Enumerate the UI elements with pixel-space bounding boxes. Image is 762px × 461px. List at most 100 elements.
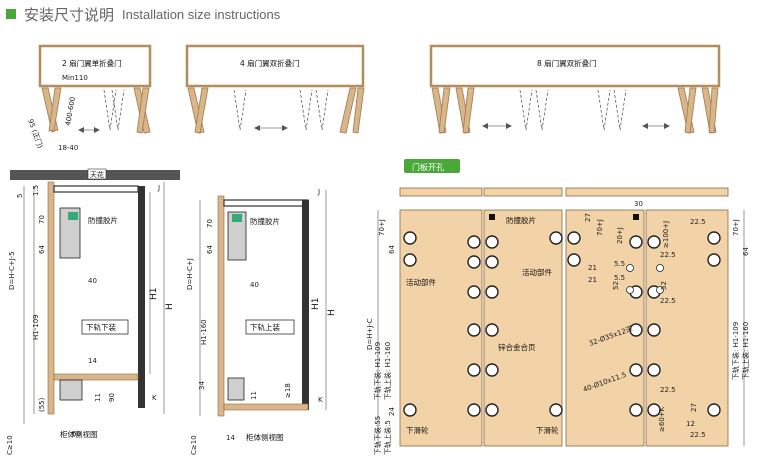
d64: 64 bbox=[206, 245, 214, 254]
H-label: H bbox=[327, 309, 337, 316]
d34: 34 bbox=[198, 381, 206, 390]
d52-2: 52 bbox=[660, 281, 668, 290]
green-bumper bbox=[68, 212, 78, 220]
d18: ≥18 bbox=[284, 383, 292, 398]
d225: 22.5 bbox=[690, 218, 706, 226]
ceiling-label: 天花 bbox=[90, 170, 104, 179]
dashed-door bbox=[519, 89, 533, 131]
arrow-head bbox=[506, 123, 512, 129]
cabinet-bottom bbox=[223, 403, 309, 411]
wheel-block bbox=[227, 377, 245, 401]
d60K: ≥60+K bbox=[658, 406, 666, 432]
drill-hole bbox=[467, 235, 481, 249]
d12: 12 bbox=[686, 420, 695, 428]
d5: 5 bbox=[16, 194, 24, 198]
d11: 11 bbox=[94, 393, 102, 402]
hinge-block bbox=[227, 211, 247, 261]
header-title-en: Installation size instructions bbox=[122, 6, 281, 22]
dashed-door bbox=[315, 89, 329, 131]
drill-hole bbox=[647, 323, 661, 337]
dashed-door bbox=[299, 89, 313, 131]
drill-hole bbox=[707, 403, 721, 417]
drill-hole bbox=[549, 403, 563, 417]
door-leaf bbox=[438, 87, 451, 134]
cabinet-box bbox=[38, 44, 152, 88]
d70J-left: 70+J bbox=[378, 219, 386, 236]
d11: 11 bbox=[250, 391, 258, 400]
dashed-door bbox=[103, 89, 117, 131]
arrow-head bbox=[282, 125, 288, 131]
side-view-lower-track: 天花 防撞胶片 下轨下装 柜体侧视图 D=H-C+J-5 H1-109 H1 H… bbox=[6, 168, 180, 455]
top-rail bbox=[483, 187, 563, 197]
bumper-label: 防撞胶片 bbox=[250, 216, 280, 226]
small-range-label: 18-40 bbox=[58, 144, 78, 152]
H1-label: H1 bbox=[311, 298, 321, 311]
wheel-block bbox=[59, 379, 83, 401]
dashed-door bbox=[597, 89, 611, 131]
dashed-door bbox=[613, 89, 627, 131]
under1-right: 下轨下装: H1-109 bbox=[731, 322, 740, 380]
cabinet-back bbox=[138, 186, 145, 408]
under1-label: 下轨下装: H1-109 bbox=[373, 342, 382, 400]
DH-label: D=H+J-C bbox=[366, 318, 374, 350]
door-leaf bbox=[48, 87, 62, 132]
header-title-zh: 安装尺寸说明 bbox=[24, 5, 115, 24]
d225-5: 22.5 bbox=[690, 431, 706, 439]
drill-hole bbox=[403, 403, 417, 417]
door-leaf bbox=[352, 87, 365, 134]
arrow-head bbox=[664, 123, 670, 129]
drill-hole bbox=[467, 323, 481, 337]
cabinet-bottom bbox=[53, 373, 139, 381]
d64: 64 bbox=[38, 245, 46, 254]
side-view-upper-track: 防撞胶片 下轨上装 柜体侧视图 D=H-C+J H1-160 H1 H J K … bbox=[186, 188, 337, 455]
d14: 14 bbox=[88, 357, 97, 365]
green-bumper bbox=[232, 214, 242, 222]
door-leaf bbox=[684, 87, 697, 134]
drill-hole bbox=[467, 363, 481, 377]
caption: 柜体侧视图 bbox=[60, 429, 98, 439]
D-label: D=H-C+J bbox=[186, 258, 194, 290]
top-4-door-diagram: 4 扇门翼双折叠门 bbox=[185, 44, 365, 134]
drill-hole bbox=[629, 235, 643, 249]
drill-hole bbox=[467, 255, 481, 269]
drill-hole bbox=[485, 363, 499, 377]
section-header: 安装尺寸说明 Installation size instructions bbox=[6, 4, 280, 24]
cabinet-back bbox=[302, 200, 309, 410]
drill-hole bbox=[403, 231, 417, 245]
d90: 90 bbox=[108, 393, 116, 402]
d100J: ≥100+J bbox=[662, 221, 670, 248]
drill-hole bbox=[567, 253, 581, 267]
single-door-label: 2 扇门翼单折叠门 bbox=[62, 58, 122, 68]
drill-hole bbox=[549, 231, 563, 245]
cabinet-top bbox=[223, 199, 309, 207]
door-leaf bbox=[708, 87, 719, 134]
ceiling-tag bbox=[87, 168, 107, 180]
d70J: 70+J bbox=[596, 219, 604, 236]
drill-hole bbox=[485, 403, 499, 417]
bot1-label: 下轨下装:55 bbox=[373, 416, 382, 455]
top-rail bbox=[565, 187, 729, 197]
d55: (55) bbox=[38, 397, 46, 412]
d225-3: 22.5 bbox=[660, 297, 676, 305]
d70: 70 bbox=[38, 215, 46, 224]
drill-hole bbox=[485, 255, 499, 269]
K-label: K bbox=[152, 394, 157, 402]
active-label: 活动部件 bbox=[406, 277, 436, 287]
door-drilling-diagram: 门板开孔 bbox=[366, 159, 750, 455]
H-label: H bbox=[165, 303, 175, 310]
d55-2: 5.5 bbox=[614, 274, 625, 282]
track-box bbox=[81, 319, 129, 335]
d24: 24 bbox=[388, 407, 396, 416]
J-label: J bbox=[157, 184, 160, 192]
caption: 柜体侧视图 bbox=[246, 432, 284, 442]
d20J: 20+J bbox=[616, 227, 624, 244]
d60: 60 bbox=[72, 430, 81, 438]
bumper-mark bbox=[633, 214, 639, 220]
d64-left: 64 bbox=[388, 245, 396, 254]
d70J-right: 70+J bbox=[732, 219, 740, 236]
d64-right: 64 bbox=[742, 247, 750, 256]
door-panel-side bbox=[217, 195, 225, 417]
drill-hole bbox=[567, 231, 581, 245]
drill-hole bbox=[467, 285, 481, 299]
